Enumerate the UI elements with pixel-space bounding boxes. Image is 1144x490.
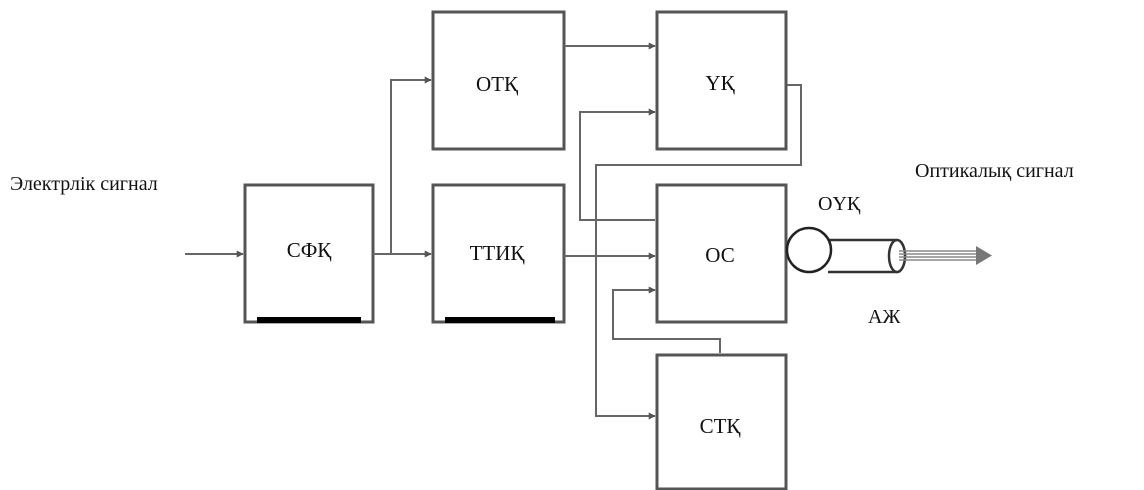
optical-coupler [787, 228, 905, 272]
os-block: ОС [657, 185, 786, 322]
sfk-label: СФҚ [287, 238, 333, 262]
stk-label: СТҚ [700, 414, 742, 438]
stk-block: СТҚ [657, 355, 786, 489]
fiber-end [889, 240, 905, 272]
sfk-block: СФҚ [245, 185, 373, 322]
os-label: ОС [705, 243, 734, 267]
coupler-circle [787, 228, 831, 272]
sfk-to-otk-arrow [391, 80, 431, 254]
uk-block: ҮҚ [657, 12, 786, 149]
ouk-label: ОҮҚ [818, 193, 861, 215]
light-ray-arrow [899, 246, 992, 265]
azh-label: АЖ [868, 306, 900, 328]
uk-label: ҮҚ [705, 71, 735, 95]
otk-label: ОТҚ [476, 72, 519, 96]
output-signal-label: Оптикалық сигнал [915, 160, 1074, 182]
input-signal-label: Электрлік сигнал [10, 173, 158, 195]
ttik-label: ТТИҚ [470, 241, 526, 265]
ttik-block: ТТИҚ [433, 185, 564, 322]
otk-block: ОТҚ [433, 12, 564, 149]
